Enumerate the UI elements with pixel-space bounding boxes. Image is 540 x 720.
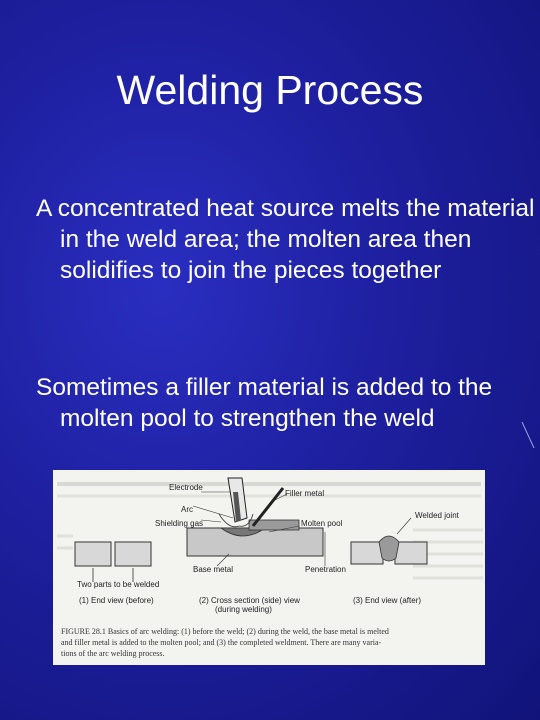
welding-diagram-figure: Two parts to be welded (1) End view (bef…: [53, 470, 485, 665]
label-filler-metal: Filler metal: [285, 489, 324, 498]
label-view-2b: (during welding): [215, 605, 272, 614]
welding-diagram: Two parts to be welded (1) End view (bef…: [57, 477, 483, 658]
bullet-heat-source: A concentrated heat source melts the mat…: [36, 195, 535, 284]
bullet-filler-material: Sometimes a filler material is added to …: [36, 374, 493, 432]
label-electrode: Electrode: [169, 483, 203, 492]
label-molten-pool: Molten pool: [301, 519, 343, 528]
caption-line-3: tions of the arc welding process.: [61, 649, 165, 658]
label-welded-joint: Welded joint: [415, 511, 460, 520]
caption-line-2: and filler metal is added to the molten …: [61, 638, 382, 647]
page-texture: [57, 482, 483, 580]
label-two-parts: Two parts to be welded: [77, 580, 159, 589]
end-view-before: [74, 541, 152, 582]
slide-title: Welding Process: [116, 67, 424, 113]
label-view-3: (3) End view (after): [353, 596, 421, 605]
label-base-metal: Base metal: [193, 565, 233, 574]
cross-section-during: [186, 477, 326, 567]
decorative-line: [521, 421, 535, 449]
label-arc: Arc: [181, 505, 193, 514]
caption-line-1: FIGURE 28.1 Basics of arc welding: (1) b…: [61, 627, 389, 636]
label-penetration: Penetration: [305, 565, 346, 574]
label-view-2a: (2) Cross section (side) view: [199, 596, 300, 605]
label-view-1: (1) End view (before): [79, 596, 154, 605]
end-view-after: [350, 517, 428, 565]
label-shielding-gas: Shielding gas: [155, 519, 203, 528]
